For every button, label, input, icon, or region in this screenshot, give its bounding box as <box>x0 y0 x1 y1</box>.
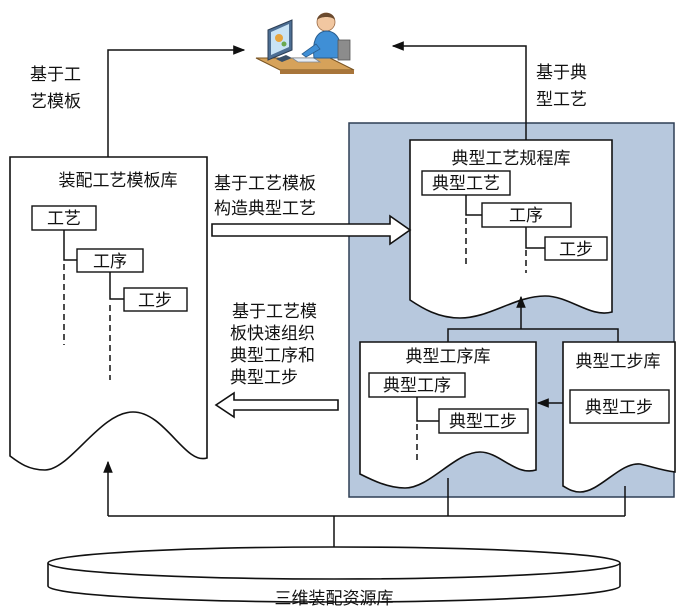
typical-operation-document: 典型工序库 典型工序 典型工步 <box>359 341 537 489</box>
label-organize-2: 板快速组织 <box>230 324 315 344</box>
label-right-up-2: 型工艺 <box>536 90 587 110</box>
label-left-up-1: 基于工 <box>30 65 81 85</box>
template-library-document: 装配工艺模板库 工艺 工序 工步 <box>9 156 208 471</box>
label-organize-1: 基于工艺模 <box>232 302 317 322</box>
operation-step-box <box>438 408 529 434</box>
resource-library-title: 三维装配资源库 <box>275 589 394 609</box>
typical-process-document: 典型工艺规程库 典型工艺 工序 工步 <box>409 139 613 319</box>
template-item-process: 工艺 <box>47 209 81 229</box>
typical-step-document: 典型工步库 典型工步 <box>562 341 676 493</box>
hollow-arrow-left <box>214 391 339 419</box>
process-item-typical: 典型工艺 <box>432 174 500 194</box>
person-at-computer-icon <box>255 12 355 74</box>
label-build-2: 构造典型工艺 <box>214 199 316 219</box>
process-item-operation: 工序 <box>509 206 543 226</box>
operation-item-typical: 典型工序 <box>383 376 451 396</box>
template-item-operation: 工序 <box>93 252 127 272</box>
operation-item-box <box>368 372 466 398</box>
hollow-arrow-right <box>211 214 412 246</box>
typical-library-connectors <box>447 295 619 408</box>
typical-process-title: 典型工艺规程库 <box>452 149 571 169</box>
up-arrows <box>107 41 527 157</box>
label-organize-4: 典型工步 <box>230 368 298 388</box>
template-library-title: 装配工艺模板库 <box>59 171 178 191</box>
typical-step-title: 典型工步库 <box>576 352 661 372</box>
operation-item-step: 典型工步 <box>449 412 517 432</box>
process-item-step: 工步 <box>559 240 593 260</box>
step-item-box <box>569 389 670 424</box>
template-item-step: 工步 <box>138 291 172 311</box>
step-item-typical: 典型工步 <box>585 398 653 418</box>
resource-library-cylinder: 三维装配资源库 <box>47 546 621 609</box>
label-right-up-1: 基于典 <box>536 63 587 83</box>
resource-connectors <box>103 460 626 547</box>
typical-operation-title: 典型工序库 <box>406 347 491 367</box>
label-build-1: 基于工艺模板 <box>214 174 316 194</box>
label-left-up-2: 艺模板 <box>30 92 81 112</box>
process-item-box <box>421 170 511 196</box>
label-organize-3: 典型工序和 <box>230 346 315 366</box>
